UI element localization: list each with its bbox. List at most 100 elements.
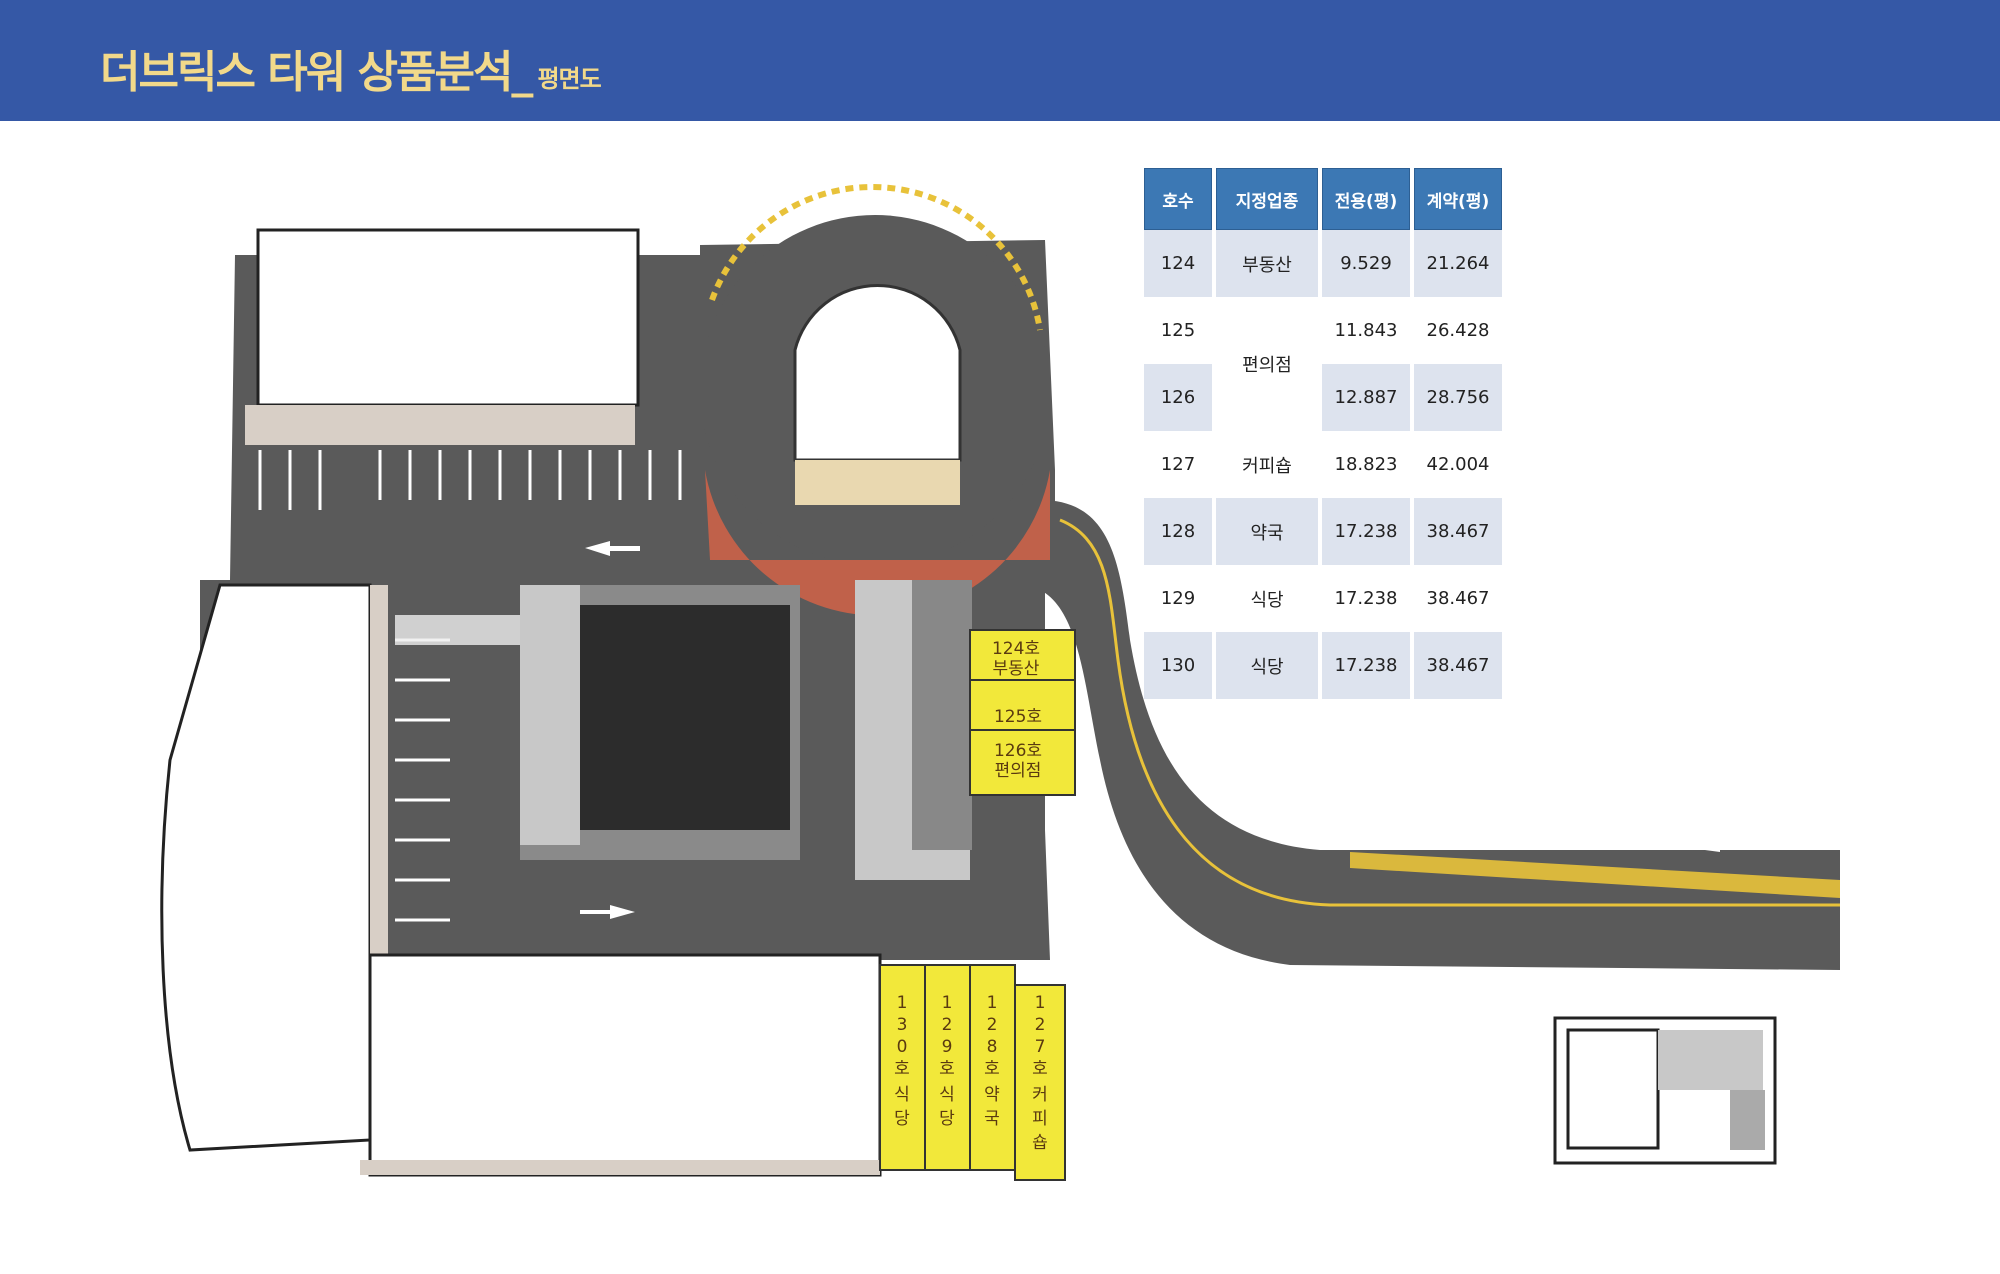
table-row: 124 부동산 9.529 21.264: [1144, 230, 1502, 297]
unit-125: [969, 679, 1076, 731]
cell-unit: 130: [1144, 632, 1212, 699]
cell-unit: 127: [1144, 431, 1212, 498]
central-void: [565, 605, 790, 830]
col-use: 지정업종: [1216, 168, 1318, 230]
unit-128-c3: 호: [984, 1059, 1000, 1079]
cell-contract: 21.264: [1414, 230, 1502, 297]
ramp-core: [793, 283, 962, 462]
unit-124: [969, 629, 1076, 681]
unit-127-c4: 커: [1032, 1085, 1048, 1105]
parking-stalls-north: [258, 450, 682, 510]
table-row: 130 식당 17.238 38.467: [1144, 632, 1502, 699]
cell-use: 편의점: [1216, 297, 1318, 431]
unit-129-c2: 9: [942, 1037, 953, 1057]
units-east: 124호 부동산 125호 126호 편의점: [969, 629, 1076, 796]
cell-contract: 26.428: [1414, 297, 1502, 364]
unit-126-use: 편의점: [995, 761, 1042, 781]
unit-130-c0: 1: [897, 993, 908, 1013]
unit-127-c2: 7: [1035, 1037, 1046, 1057]
cell-contract: 38.467: [1414, 632, 1502, 699]
unit-table: 호수 지정업종 전용(평) 계약(평) 124 부동산 9.529 21.264…: [1140, 168, 1506, 699]
unit-128-c5: 국: [984, 1109, 1000, 1129]
cell-use: 부동산: [1216, 230, 1318, 297]
core-east-stairs: [912, 580, 972, 850]
unit-130-c2: 0: [897, 1037, 908, 1057]
building-west: [160, 583, 372, 1152]
unit-128-c4: 약: [984, 1085, 1000, 1105]
road-centerline: [1059, 518, 1840, 907]
col-contract: 계약(평): [1414, 168, 1502, 230]
unit-128-c0: 1: [987, 993, 998, 1013]
title-subtitle: 평면도: [537, 65, 601, 93]
unit-129-c1: 2: [942, 1015, 953, 1035]
unit-130-c1: 3: [897, 1015, 908, 1035]
table-row: 126 12.887 28.756: [1144, 364, 1502, 431]
cell-unit: 126: [1144, 364, 1212, 431]
building-south: [368, 953, 882, 1177]
entrance-canopy: [795, 460, 960, 505]
cell-unit: 128: [1144, 498, 1212, 565]
unit-129-c0: 1: [942, 993, 953, 1013]
core-stairs-west: [520, 585, 580, 845]
unit-130: [879, 964, 926, 1171]
building-south-edge: [360, 1160, 880, 1175]
unit-129-c5: 당: [939, 1109, 955, 1129]
unit-128-c2: 8: [987, 1037, 998, 1057]
unit-127: [1014, 984, 1066, 1181]
unit-127-c6: 숍: [1032, 1133, 1048, 1153]
cell-unit: 125: [1144, 297, 1212, 364]
unit-125-name: 125호: [994, 707, 1042, 727]
unit-124-use: 부동산: [993, 659, 1040, 679]
unit-127-c3: 호: [1032, 1059, 1048, 1079]
cell-use: 약국: [1216, 498, 1318, 565]
ramp-hatch: [709, 184, 1043, 331]
table-row: 127 커피숍 18.823 42.004: [1144, 431, 1502, 498]
unit-130-c5: 당: [894, 1109, 910, 1129]
cell-exclusive: 18.823: [1322, 431, 1410, 498]
title-main: 더브릭스 타워 상품분석_: [100, 47, 533, 98]
road-hatch: [1350, 852, 1840, 898]
table-row: 125 편의점 11.843 26.428: [1144, 297, 1502, 431]
cell-use: 식당: [1216, 565, 1318, 632]
unit-129-c3: 호: [939, 1059, 955, 1079]
table-header: 호수 지정업종 전용(평) 계약(평): [1144, 168, 1502, 230]
units-south: 1 3 0 호 식 당 1 2 9 호 식 당 1 2 8 호 약 국 1 2 …: [879, 964, 1066, 1181]
unit-130-c4: 식: [894, 1085, 910, 1105]
building-north: [256, 228, 640, 407]
crosswalk: [395, 615, 520, 645]
table-row: 128 약국 17.238 38.467: [1144, 498, 1502, 565]
traffic-arrows: [580, 541, 1720, 919]
table-row: 129 식당 17.238 38.467: [1144, 565, 1502, 632]
unit-127-c5: 피: [1032, 1109, 1048, 1129]
header-bar: [0, 0, 2000, 121]
cell-exclusive: 17.238: [1322, 565, 1410, 632]
cell-exclusive: 12.887: [1322, 364, 1410, 431]
cell-contract: 38.467: [1414, 498, 1502, 565]
unit-126-name: 126호: [994, 741, 1042, 761]
unit-129-c4: 식: [939, 1085, 955, 1105]
cell-exclusive: 11.843: [1322, 297, 1410, 364]
building-north-base: [245, 405, 635, 445]
cell-use: 식당: [1216, 632, 1318, 699]
page-title: 더브릭스 타워 상품분석_평면도: [100, 36, 602, 100]
access-road: [1040, 500, 1840, 970]
cell-exclusive: 9.529: [1322, 230, 1410, 297]
annex-building: [1553, 1016, 1777, 1165]
unit-126: [969, 729, 1076, 796]
cell-unit: 124: [1144, 230, 1212, 297]
cell-unit: 129: [1144, 565, 1212, 632]
unit-127-c0: 1: [1035, 993, 1046, 1013]
drop-off-area: [705, 470, 1050, 616]
unit-127-c1: 2: [1035, 1015, 1046, 1035]
cell-use: 커피숍: [1216, 431, 1318, 498]
col-exclusive: 전용(평): [1322, 168, 1410, 230]
cell-contract: 28.756: [1414, 364, 1502, 431]
cell-exclusive: 17.238: [1322, 632, 1410, 699]
unit-130-c3: 호: [894, 1059, 910, 1079]
cell-contract: 38.467: [1414, 565, 1502, 632]
cell-contract: 42.004: [1414, 431, 1502, 498]
unit-124-name: 124호: [992, 639, 1040, 659]
unit-128: [969, 964, 1016, 1171]
col-unit: 호수: [1144, 168, 1212, 230]
